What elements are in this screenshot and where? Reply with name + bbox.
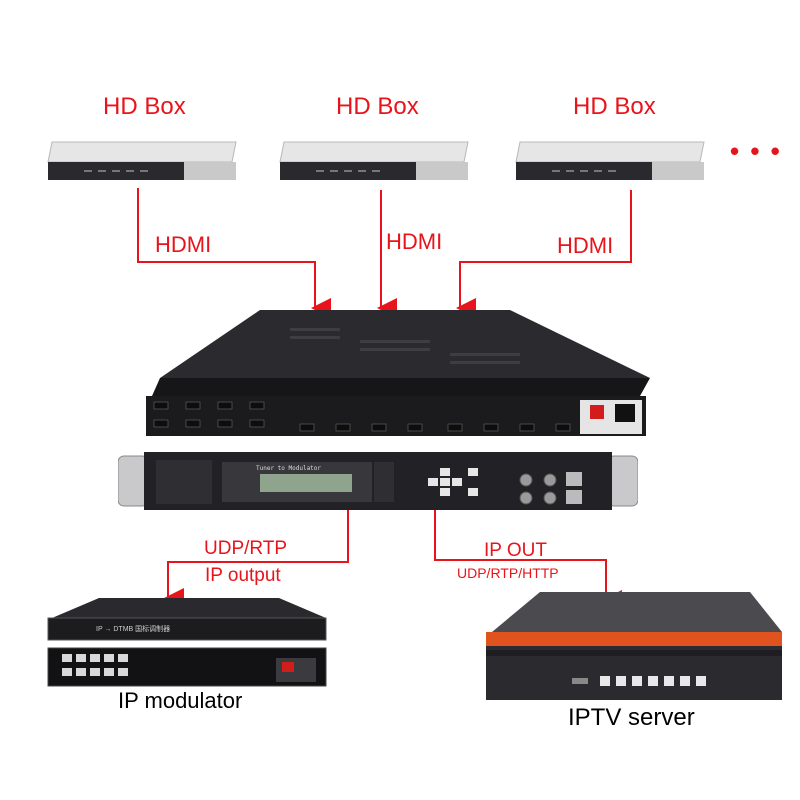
encoder-front-panel [118,452,638,510]
hd-box-device-1 [47,141,237,180]
iptv-server-device [486,592,782,700]
udp-link [164,508,349,608]
hdmi-label-2: HDMI [386,229,443,254]
ip-out-label: IP OUT [484,540,547,561]
hd-box-label-3: HD Box [573,93,656,120]
encoder-rear-chassis [146,310,650,436]
modulator-panel-text: IP → DTMB 国标调制器 [96,626,171,633]
hdmi-link-3 [456,190,632,318]
hdmi-label-3: HDMI [557,233,614,258]
hd-box-label-1: HD Box [103,93,186,120]
hd-box-device-3 [515,141,705,180]
iptv-server-label: IPTV server [568,704,695,731]
ip-modulator-device [47,598,327,687]
udp-rtp-label: UDP/RTP [204,538,288,559]
hd-box-device-2 [279,141,469,180]
more-sources-indicator: • • • [730,136,782,166]
hdmi-label-1: HDMI [155,232,212,257]
ip-modulator-label: IP modulator [118,688,243,713]
udp-rtp-http-label: UDP/RTP/HTTP [457,565,559,581]
hdmi-link-1 [137,188,331,318]
hd-box-label-2: HD Box [336,93,419,120]
device-lcd-text: Tuner to Modulator [256,465,322,472]
ip-out-link [434,508,622,610]
ip-output-label: IP output [205,565,281,586]
